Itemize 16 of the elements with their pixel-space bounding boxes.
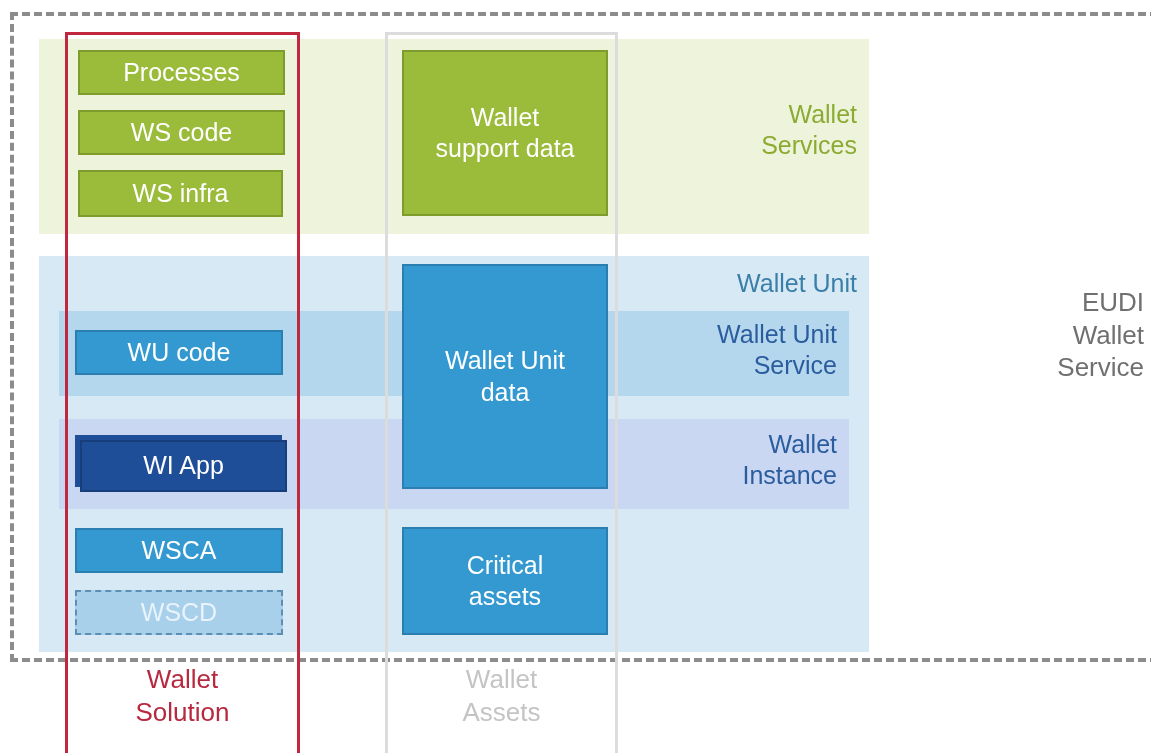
component-box: WU code bbox=[75, 330, 283, 375]
component-box: Critical assets bbox=[402, 527, 608, 635]
layer-label: EUDI Wallet Service bbox=[1056, 286, 1144, 384]
component-box: WSCA bbox=[75, 528, 283, 573]
layer-label: Wallet Services bbox=[760, 99, 857, 162]
component-box: Wallet support data bbox=[402, 50, 608, 216]
component-box: WS code bbox=[78, 110, 285, 155]
layer-label: Wallet Instance bbox=[741, 429, 837, 492]
layer-label: Wallet Unit Service bbox=[716, 319, 837, 382]
layer-label: Wallet Solution bbox=[134, 663, 231, 728]
component-box: WS infra bbox=[78, 170, 283, 217]
component-box: Processes bbox=[78, 50, 285, 95]
layer-label: Wallet Assets bbox=[461, 663, 542, 728]
component-box: WSCD bbox=[75, 590, 283, 635]
layer-label: Wallet Unit bbox=[736, 268, 857, 299]
component-box: Wallet Unit data bbox=[402, 264, 608, 489]
